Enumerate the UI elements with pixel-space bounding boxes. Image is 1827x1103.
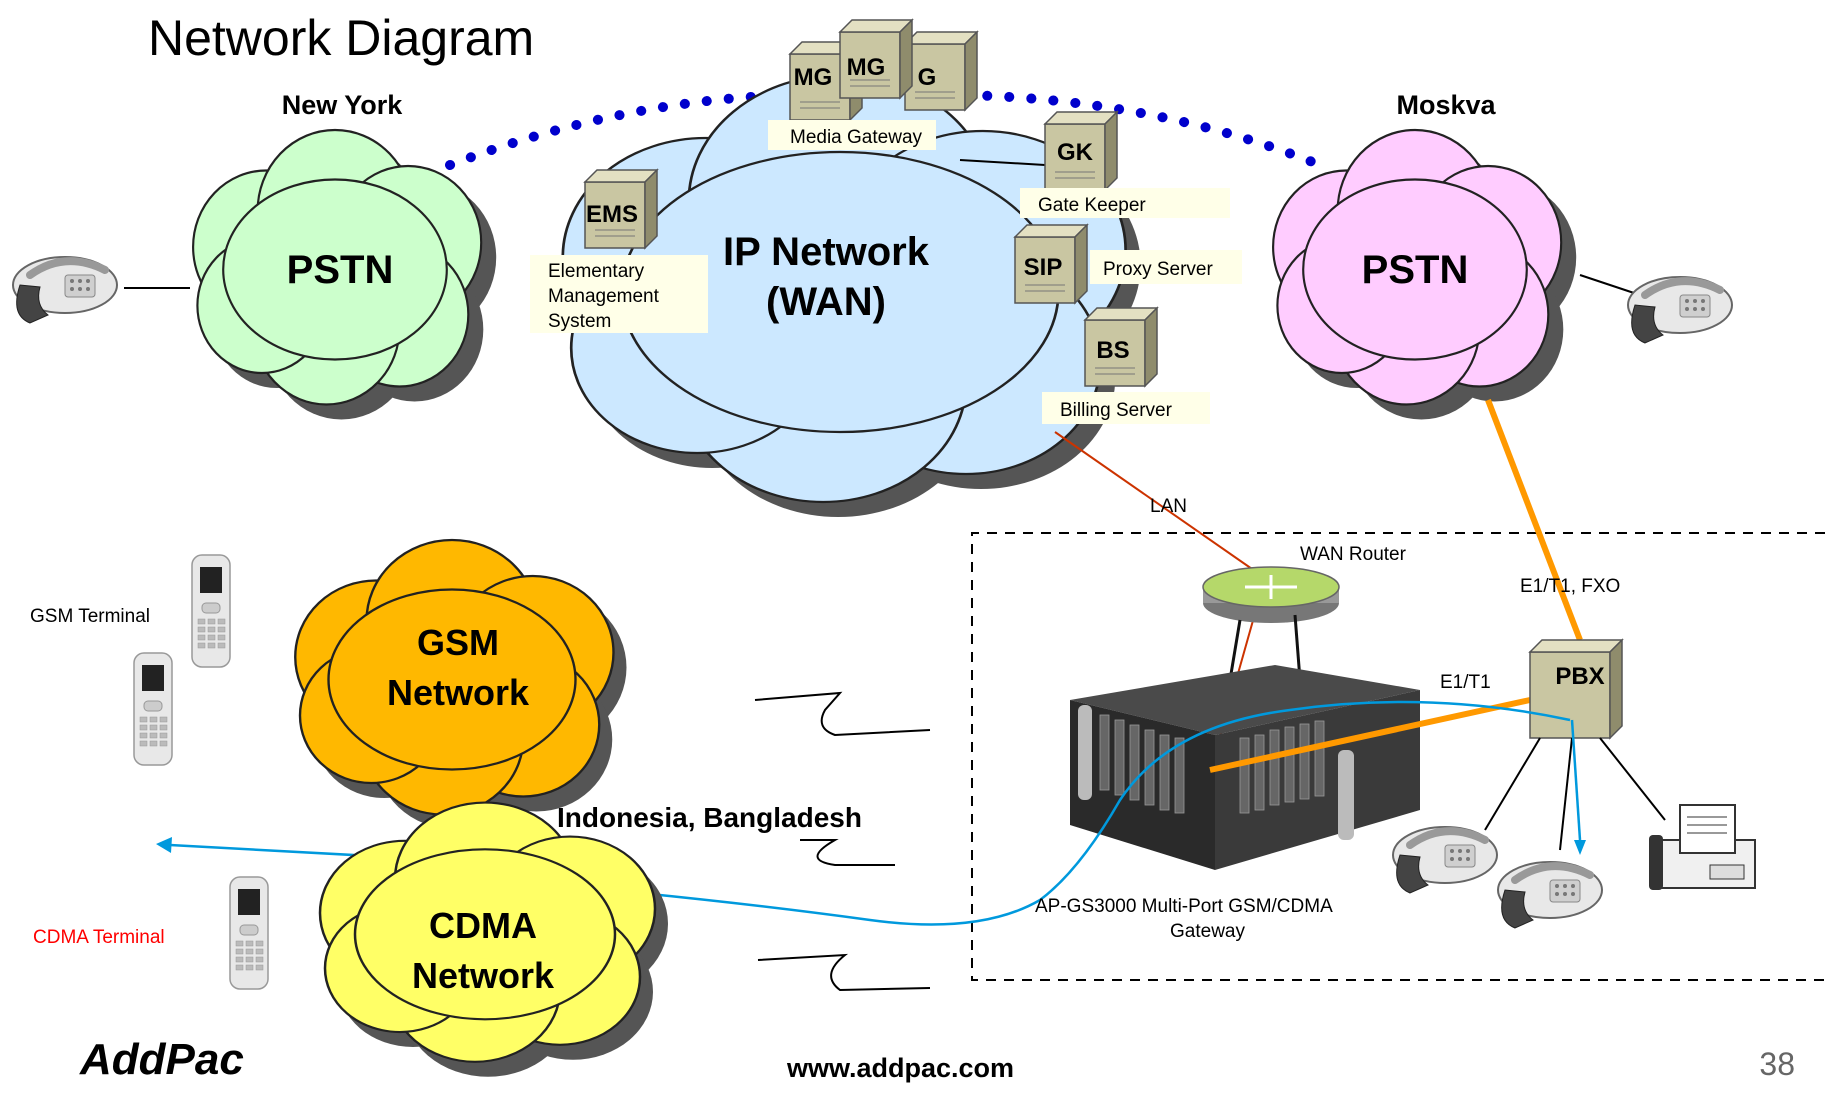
ip-network-label-1: IP Network <box>723 230 930 274</box>
ems-desc-1: Elementary <box>548 261 645 282</box>
desk-phone-icon <box>13 257 117 323</box>
pbx-phone2-line <box>1559 737 1573 851</box>
ems-label: EMS <box>586 201 638 228</box>
mobile-phone-icon <box>133 652 173 766</box>
fax-icon <box>1649 804 1756 890</box>
cdma-terminal-label: CDMA Terminal <box>33 927 165 948</box>
website-url[interactable]: www.addpac.com <box>786 1053 1014 1083</box>
pbx-label: PBX <box>1555 663 1604 690</box>
proxy-server-label: Proxy Server <box>1103 259 1213 280</box>
cdma-label-1: CDMA <box>429 905 537 946</box>
moskva-label: Moskva <box>1396 90 1496 120</box>
media-gateway-label: Media Gateway <box>790 127 923 148</box>
ip-network-label-2: (WAN) <box>766 280 886 324</box>
gateway-label-1: AP-GS3000 Multi-Port GSM/CDMA <box>1035 896 1333 917</box>
cdma-label-2: Network <box>412 955 555 996</box>
gsm-label-1: GSM <box>417 622 499 663</box>
e1t1-fxo-label: E1/T1, FXO <box>1520 576 1620 597</box>
wireless-link-icon <box>754 691 931 737</box>
arrow-icon <box>1574 840 1586 855</box>
phone-right-line <box>1579 274 1641 296</box>
mg2-label: MG <box>847 54 886 81</box>
indonesia-label: Indonesia, Bangladesh <box>557 802 862 833</box>
pstn-right-label: PSTN <box>1362 248 1469 292</box>
billing-server-label: Billing Server <box>1060 400 1173 421</box>
e1t1-label: E1/T1 <box>1440 672 1491 693</box>
gsm-terminal-label: GSM Terminal <box>30 606 150 627</box>
page-title: Network Diagram <box>148 10 534 66</box>
ems-box <box>530 255 708 333</box>
pbx-phone1-line <box>1484 737 1541 831</box>
desk-phone-icon <box>1393 827 1497 893</box>
proxy-server-box <box>1090 250 1242 284</box>
fxo-link <box>1485 398 1583 642</box>
router-icon <box>1202 566 1340 623</box>
ems-desc-3: System <box>548 311 611 332</box>
gk-connector <box>959 159 1046 166</box>
wireless-link-icon <box>757 953 931 992</box>
gate-keeper-label: Gate Keeper <box>1038 195 1146 216</box>
gsm-label-2: Network <box>387 672 530 713</box>
page-number: 38 <box>1759 1046 1795 1082</box>
billing-server-box <box>1042 392 1210 424</box>
new-york-label: New York <box>282 90 404 120</box>
mg3-label: G <box>918 64 937 91</box>
gate-keeper-box <box>1020 188 1230 218</box>
server-icon <box>904 31 978 111</box>
desk-phone-icon <box>1628 277 1732 343</box>
gateway-label-2: Gateway <box>1170 921 1245 942</box>
addpac-logo: AddPac <box>79 1035 244 1084</box>
media-gateway-box <box>768 120 936 150</box>
bs-label: BS <box>1096 337 1129 364</box>
pbx-icon <box>1528 638 1624 740</box>
wireless-pbx-path <box>1570 719 1582 841</box>
arrow-icon <box>156 837 172 853</box>
gateway-device <box>1070 614 1420 870</box>
mobile-phone-icon <box>191 554 231 668</box>
wireless-link-icon <box>800 839 895 866</box>
lan-link <box>1054 431 1266 579</box>
gk-label: GK <box>1057 139 1094 166</box>
pstn-left-label: PSTN <box>287 248 394 292</box>
ems-desc-2: Management <box>548 286 660 307</box>
dotted-link-new-york <box>445 90 795 170</box>
lan-label: LAN <box>1150 496 1187 517</box>
desk-phone-icon <box>1498 862 1602 928</box>
wireless-path <box>639 700 1571 926</box>
mobile-phone-icon <box>229 876 269 990</box>
e1t1-link <box>1209 697 1531 773</box>
pbx-fax-line <box>1599 737 1666 821</box>
sip-label: SIP <box>1024 254 1063 281</box>
mg1-label: MG <box>794 64 833 91</box>
wan-router-label: WAN Router <box>1300 544 1407 565</box>
